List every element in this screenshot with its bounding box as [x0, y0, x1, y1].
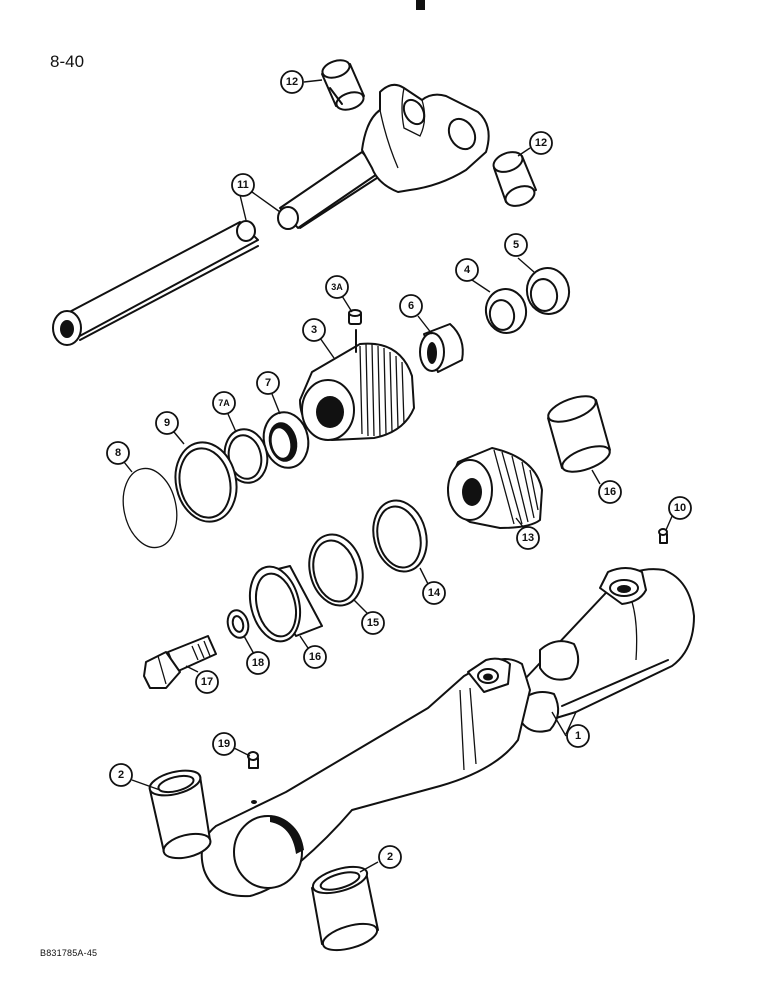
seal-ring-15 — [308, 533, 364, 607]
callout-15: 15 — [361, 611, 385, 635]
cylinder-base-arm — [200, 657, 531, 898]
callout-12-right: 12 — [529, 131, 553, 155]
callout-5: 5 — [504, 233, 528, 257]
bleed-fitting — [658, 528, 668, 544]
bolt — [143, 635, 217, 689]
bushing-upper — [321, 59, 365, 111]
ring-5 — [525, 267, 571, 315]
callout-2-right: 2 — [378, 845, 402, 869]
wear-band-lower — [248, 565, 323, 643]
callout-4: 4 — [455, 258, 479, 282]
svg-text:15: 15 — [367, 617, 379, 629]
callout-9: 9 — [155, 411, 179, 435]
grease-fitting — [247, 751, 259, 769]
callout-3: 3 — [302, 318, 326, 342]
svg-text:2: 2 — [387, 851, 393, 863]
base-bushing-right — [311, 865, 379, 952]
rod-eye-clevis — [277, 83, 490, 230]
svg-text:7A: 7A — [218, 398, 230, 408]
callout-2-left: 2 — [109, 763, 133, 787]
ring-4 — [484, 288, 528, 334]
svg-text:6: 6 — [408, 300, 414, 312]
callout-16-upper: 16 — [598, 480, 622, 504]
page-top-mark — [416, 0, 425, 10]
callout-17: 17 — [195, 670, 219, 694]
callout-3a: 3A — [325, 275, 349, 299]
callout-10: 10 — [668, 496, 692, 520]
rod-seal — [262, 411, 310, 469]
svg-text:19: 19 — [218, 738, 230, 750]
callout-12-upper: 12 — [280, 70, 304, 94]
wear-band-upper — [547, 395, 611, 473]
svg-text:4: 4 — [464, 264, 471, 276]
svg-text:11: 11 — [237, 179, 249, 191]
gland-plug-3a — [348, 309, 362, 325]
callout-18: 18 — [246, 651, 270, 675]
backup-ring-9 — [174, 441, 238, 523]
callout-11: 11 — [231, 173, 255, 197]
svg-text:3: 3 — [311, 324, 317, 336]
svg-text:18: 18 — [252, 657, 264, 669]
callout-1: 1 — [566, 724, 590, 748]
o-ring-8 — [122, 467, 178, 549]
svg-text:1: 1 — [575, 730, 581, 742]
washer — [226, 609, 250, 639]
svg-text:13: 13 — [522, 532, 534, 544]
callout-8: 8 — [106, 441, 130, 465]
backup-ring-7a — [223, 428, 269, 484]
callout-7a: 7A — [212, 391, 236, 415]
svg-text:16: 16 — [604, 486, 616, 498]
svg-text:2: 2 — [118, 769, 124, 781]
svg-text:5: 5 — [513, 239, 519, 251]
svg-text:17: 17 — [201, 676, 213, 688]
leader-lines — [123, 79, 674, 873]
callout-6: 6 — [399, 294, 423, 318]
bushing-right — [492, 151, 537, 207]
wear-ring — [419, 323, 464, 373]
svg-text:16: 16 — [309, 651, 321, 663]
callout-13: 13 — [516, 526, 540, 550]
base-bushing-left — [148, 769, 212, 860]
callout-19: 19 — [212, 732, 236, 756]
cylinder-barrel — [519, 567, 695, 733]
callout-16-lower: 16 — [303, 645, 327, 669]
svg-text:10: 10 — [674, 502, 686, 514]
svg-text:14: 14 — [428, 587, 441, 599]
piston-rod — [52, 220, 259, 346]
seal-ring-14 — [372, 499, 428, 573]
svg-text:7: 7 — [265, 377, 271, 389]
gland — [299, 329, 415, 441]
svg-text:3A: 3A — [331, 282, 343, 292]
svg-text:12: 12 — [286, 76, 298, 88]
callout-7: 7 — [256, 371, 280, 395]
svg-text:12: 12 — [535, 137, 547, 149]
callout-14: 14 — [422, 581, 446, 605]
piston — [447, 447, 543, 529]
svg-text:9: 9 — [164, 417, 170, 429]
figure-code: B831785A-45 — [40, 948, 98, 958]
page-number: 8-40 — [50, 52, 85, 71]
svg-text:8: 8 — [115, 447, 121, 459]
